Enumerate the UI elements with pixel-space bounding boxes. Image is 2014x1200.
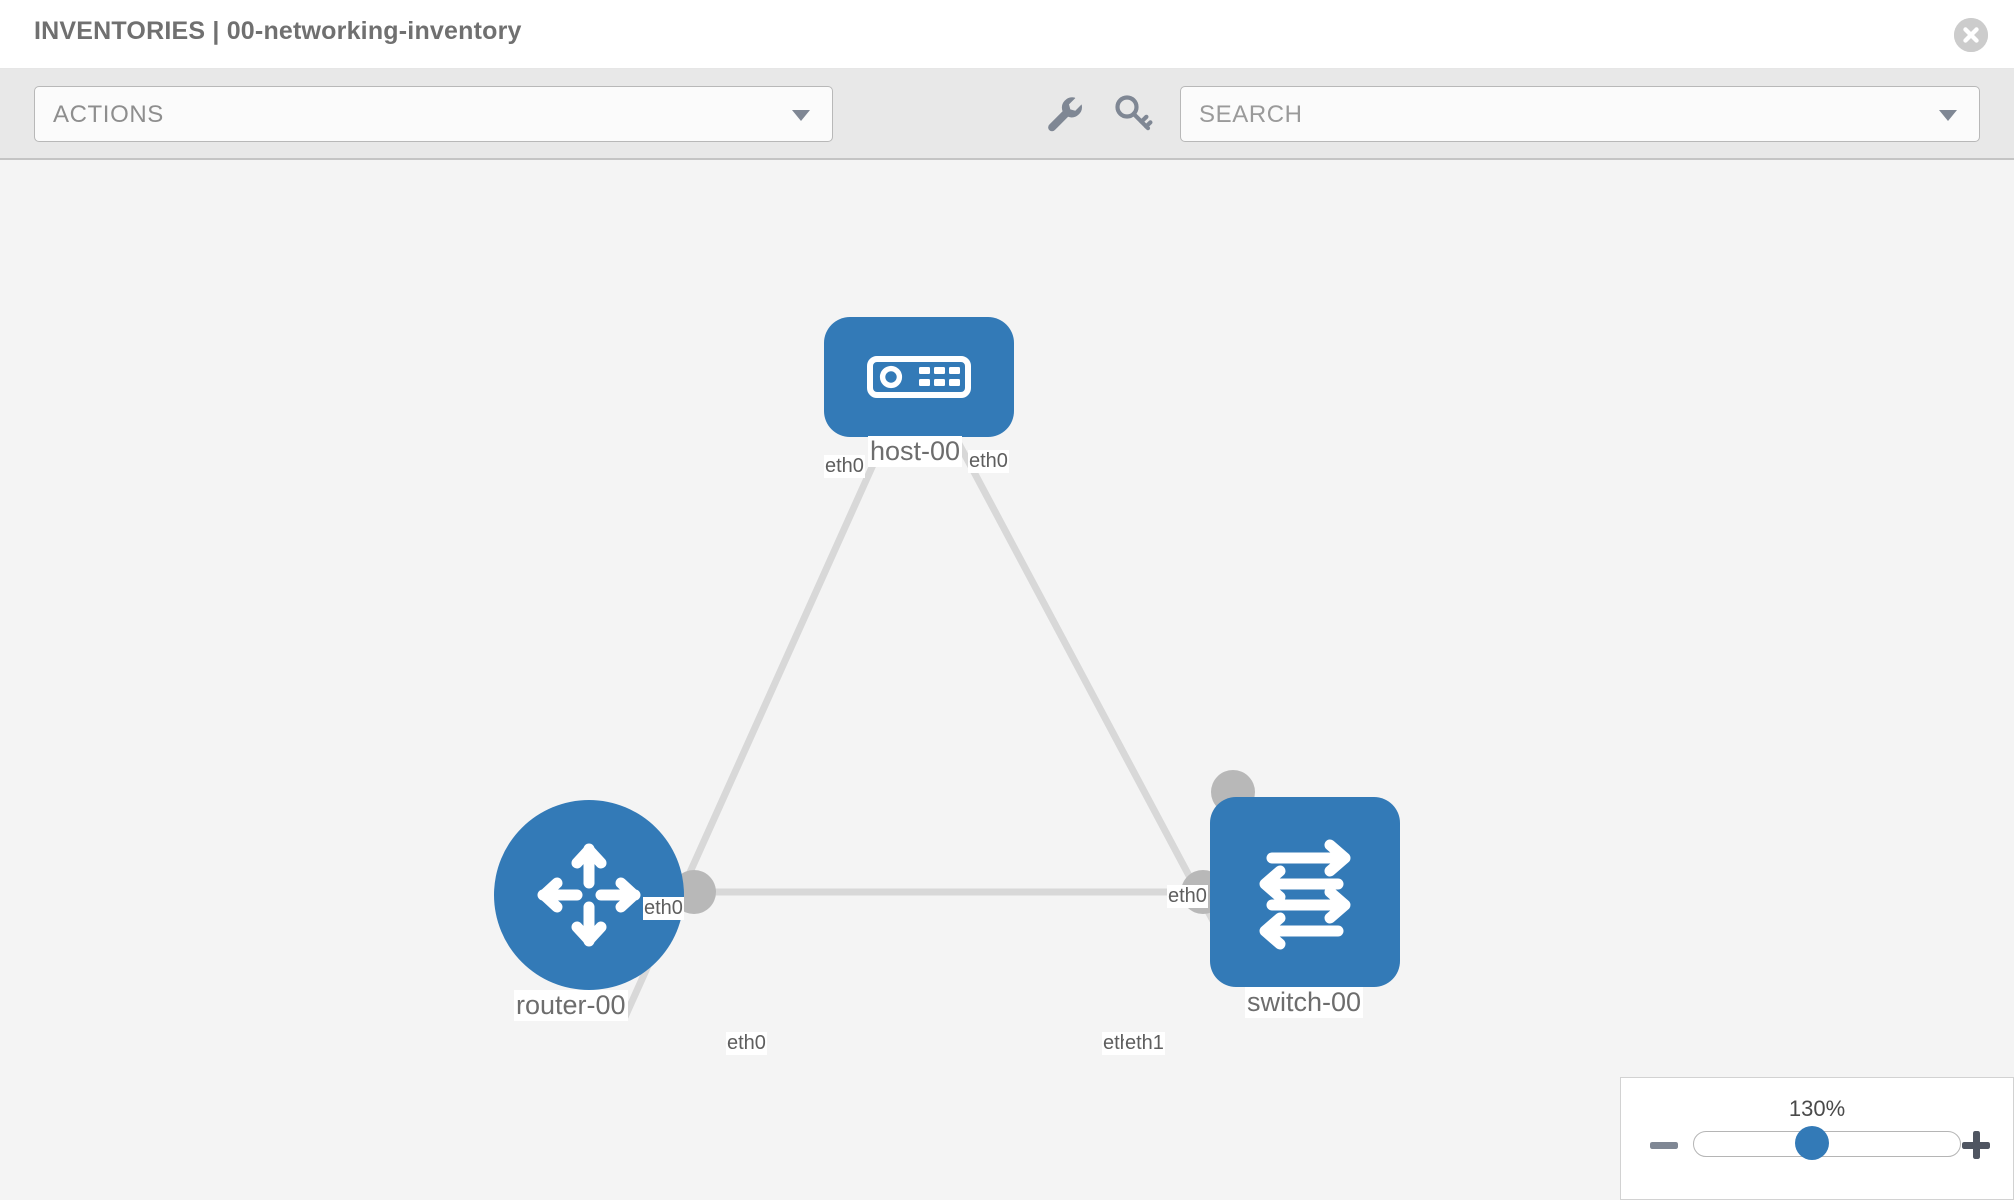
node-router-00-label: router-00 (514, 990, 628, 1021)
node-host-00-label: host-00 (868, 436, 963, 467)
edge-label-router-eth0: eth0 (726, 1032, 767, 1055)
node-host-00-shape[interactable] (824, 317, 1014, 437)
node-switch-00[interactable]: switch-00 (1210, 797, 1400, 1018)
router-arrows-icon (537, 843, 641, 947)
title-bar: INVENTORIES | 00-networking-inventory (0, 0, 2014, 69)
zoom-control-panel[interactable]: 130% (1620, 1077, 2014, 1200)
chevron-down-icon[interactable] (1939, 110, 1957, 121)
search-input[interactable]: SEARCH (1180, 86, 1980, 142)
edge-label-host-eth0-left: eth0 (824, 455, 865, 478)
edge-label-host-eth0-right: eth0 (968, 450, 1009, 473)
zoom-level-value: 130% (1788, 1096, 1846, 1121)
node-router-00[interactable]: router-00 (494, 800, 684, 1021)
edge-label-router-eth0-uplink: eth0 (643, 897, 684, 920)
node-router-00-shape[interactable] (494, 800, 684, 990)
edge-label-switch-eth0-uplink: eth0 (1167, 885, 1208, 908)
node-switch-00-shape[interactable] (1210, 797, 1400, 987)
chevron-down-icon (792, 110, 810, 121)
switch-arrows-icon (1259, 839, 1351, 950)
actions-dropdown-label: ACTIONS (53, 101, 164, 128)
wrench-icon[interactable] (1040, 89, 1090, 139)
minus-icon[interactable] (1647, 1128, 1681, 1162)
node-host-00[interactable]: host-00 (824, 317, 1014, 467)
key-icon[interactable] (1108, 89, 1158, 139)
actions-dropdown[interactable]: ACTIONS (34, 86, 833, 142)
search-placeholder: SEARCH (1199, 101, 1303, 128)
page-title: INVENTORIES | 00-networking-inventory (34, 17, 522, 45)
plus-icon[interactable] (1959, 1128, 1993, 1162)
toolbar: ACTIONS SEARCH (0, 69, 2014, 160)
edge-label-switch-eth1: eth1 (1124, 1032, 1165, 1055)
close-icon[interactable] (1954, 18, 1988, 52)
server-icon (867, 356, 971, 398)
zoom-slider-thumb[interactable] (1795, 1126, 1829, 1160)
node-switch-00-label: switch-00 (1245, 987, 1364, 1018)
topology-canvas[interactable]: host-00 eth0 eth0 router-00 (0, 162, 2014, 1200)
